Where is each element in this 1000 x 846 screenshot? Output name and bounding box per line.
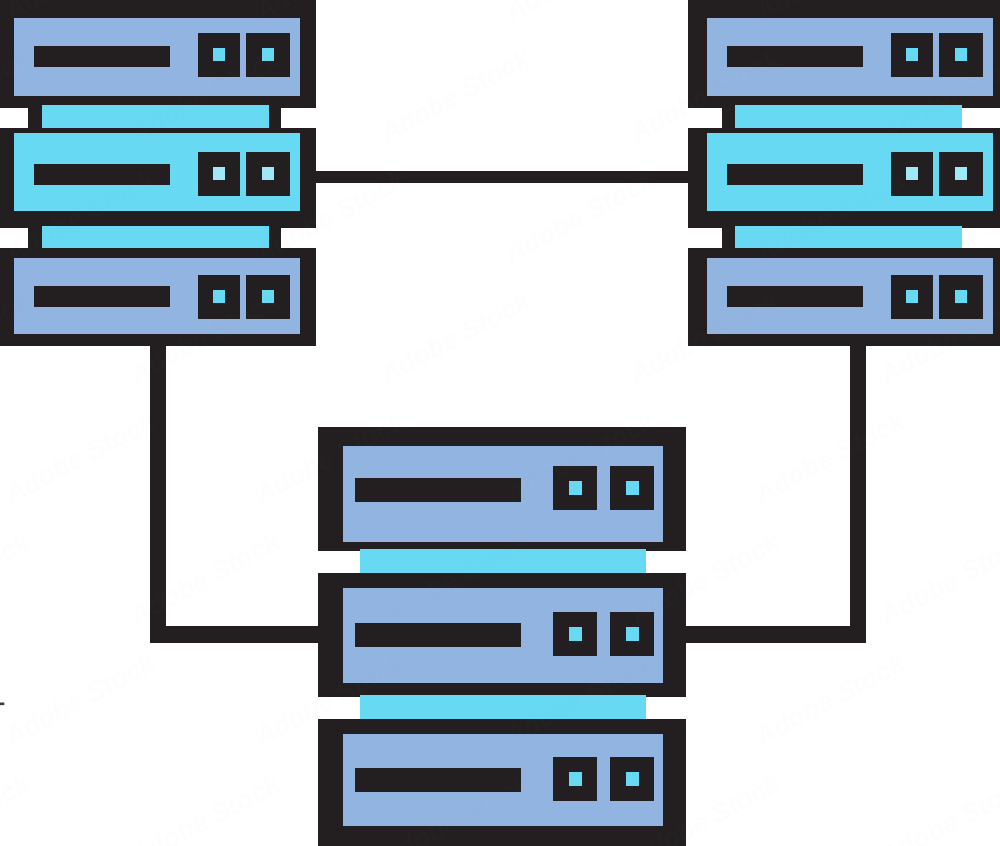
unit-led-1	[906, 167, 918, 180]
divider-notch-left	[0, 228, 28, 248]
unit-vent-slot	[34, 286, 170, 307]
unit-vent-slot	[34, 164, 170, 185]
divider-notch-left	[688, 108, 722, 128]
unit-vent-slot	[34, 46, 170, 67]
unit-vent-slot	[727, 46, 863, 67]
divider-notch-left	[318, 551, 360, 573]
rack-top-left-divider-2	[0, 226, 316, 248]
divider-notch-right	[281, 108, 316, 128]
divider-notch-right	[962, 228, 1000, 248]
divider-notch-left	[0, 108, 28, 128]
unit-vent-slot	[355, 768, 521, 792]
unit-vent-slot	[727, 164, 863, 185]
rack-bottom-center-unit-middle	[343, 588, 663, 683]
rack-bottom-center-unit-bottom	[343, 734, 663, 826]
divider-notch-left	[318, 697, 360, 719]
rack-top-left-unit-bottom	[14, 258, 300, 334]
rack-top-left-divider-1	[0, 105, 316, 128]
unit-led-2	[955, 167, 967, 180]
unit-led-1	[213, 290, 225, 303]
rack-bottom-center	[318, 427, 686, 846]
rack-top-left-unit-top	[14, 18, 300, 96]
unit-led-2	[626, 772, 639, 786]
unit-led-2	[262, 167, 274, 180]
divider-notch-right	[646, 697, 686, 719]
link-topleft-to-center-vertical	[150, 330, 166, 643]
divider-notch-left	[688, 228, 722, 248]
divider-bar	[735, 105, 962, 128]
unit-vent-slot	[355, 478, 521, 502]
link-topright-to-center-vertical	[850, 330, 866, 643]
divider-bar	[360, 695, 646, 719]
unit-led-1	[569, 772, 582, 786]
unit-led-2	[626, 481, 639, 495]
unit-led-2	[955, 48, 967, 61]
divider-bar	[360, 549, 646, 573]
link-topright-to-center-horizontal	[668, 626, 866, 643]
divider-notch-right	[962, 108, 1000, 128]
unit-led-2	[262, 48, 274, 61]
unit-led-1	[213, 167, 225, 180]
rack-bottom-center-divider-1	[318, 549, 686, 573]
rack-top-right-divider-2	[688, 226, 1000, 248]
rack-top-right	[688, 0, 1000, 346]
rack-bottom-center-divider-2	[318, 695, 686, 719]
unit-led-2	[626, 627, 639, 641]
rack-top-right-unit-middle	[707, 133, 993, 211]
link-topleft-to-center-horizontal	[150, 626, 336, 643]
unit-led-1	[569, 627, 582, 641]
rack-top-left	[0, 0, 316, 346]
rack-top-right-divider-1	[688, 105, 1000, 128]
unit-led-1	[213, 48, 225, 61]
unit-led-2	[955, 290, 967, 303]
rack-top-left-unit-middle	[14, 133, 300, 211]
divider-notch-right	[281, 228, 316, 248]
connection-lines	[150, 171, 866, 643]
rack-top-right-unit-bottom	[707, 258, 993, 334]
unit-led-1	[906, 290, 918, 303]
unit-led-1	[906, 48, 918, 61]
divider-bar	[42, 226, 269, 248]
unit-led-1	[569, 481, 582, 495]
unit-vent-slot	[355, 623, 521, 647]
divider-bar	[42, 105, 269, 128]
rack-bottom-center-unit-top	[343, 446, 663, 542]
unit-led-2	[262, 290, 274, 303]
rack-top-right-unit-top	[707, 18, 993, 96]
unit-vent-slot	[727, 286, 863, 307]
link-topleft-to-topright	[300, 171, 700, 183]
divider-notch-right	[646, 551, 686, 573]
divider-bar	[735, 226, 962, 248]
